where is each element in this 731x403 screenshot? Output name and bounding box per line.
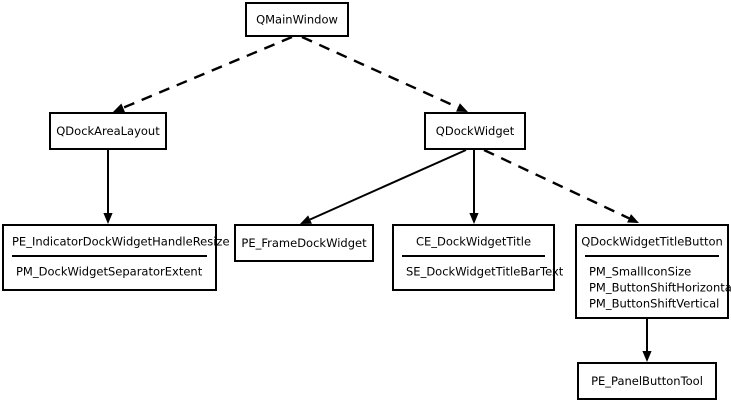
node-item-label: SE_DockWidgetTitleBarText — [406, 265, 564, 279]
arrowhead-icon — [103, 213, 113, 224]
node-item-label: PM_ButtonShiftVertical — [589, 297, 719, 311]
arrowhead-icon — [300, 215, 312, 224]
edge-line-dashed — [122, 35, 293, 109]
node-header-label: QMainWindow — [256, 13, 338, 27]
node-item-label: PM_SmallIconSize — [589, 265, 691, 279]
edge-qdockwidget-to-ce_dockwidgettitle — [469, 150, 479, 224]
node-box — [577, 362, 717, 400]
arrowhead-icon — [627, 214, 639, 223]
arrowhead-icon — [113, 103, 125, 112]
node-box — [424, 112, 526, 150]
node-qmainwindow[interactable]: QMainWindow — [245, 2, 349, 37]
edge-qdockwidgettitlebutton-to-pe_panelbuttontool — [642, 319, 652, 362]
node-item-label: PM_ButtonShiftHorizontal — [589, 281, 731, 295]
edge-qdockarealayout-to-pe_indicatordockwidgethandleresize — [103, 150, 113, 224]
node-qdockwidgettitlebutton[interactable]: QDockWidgetTitleButtonPM_SmallIconSizePM… — [575, 224, 731, 319]
node-header-label: QDockAreaLayout — [56, 124, 160, 138]
node-box — [234, 224, 374, 262]
node-header-label: QDockWidget — [436, 124, 515, 138]
node-box — [2, 224, 217, 291]
node-box — [49, 112, 167, 150]
node-header-label: PE_IndicatorDockWidgetHandleResize — [12, 235, 230, 249]
node-box — [392, 224, 555, 291]
edge-line-solid — [309, 149, 467, 221]
node-ce_dockwidgettitle[interactable]: CE_DockWidgetTitleSE_DockWidgetTitleBarT… — [392, 224, 564, 291]
node-box — [575, 224, 729, 319]
node-header-label: CE_DockWidgetTitle — [416, 235, 531, 249]
node-pe_panelbuttontool[interactable]: PE_PanelButtonTool — [577, 362, 717, 400]
node-pe_framedockwidget[interactable]: PE_FrameDockWidget — [234, 224, 374, 262]
edge-line-dashed — [301, 35, 459, 109]
node-header-label: QDockWidgetTitleButton — [581, 235, 723, 249]
node-qdockwidget[interactable]: QDockWidget — [424, 112, 526, 150]
node-header-label: PE_PanelButtonTool — [591, 374, 703, 388]
edge-qmainwindow-to-qdockarealayout — [113, 35, 293, 112]
node-item-label: PM_DockWidgetSeparatorExtent — [16, 265, 203, 279]
arrowhead-icon — [456, 103, 468, 112]
node-qdockarealayout[interactable]: QDockAreaLayout — [49, 112, 167, 150]
arrowhead-icon — [469, 213, 479, 224]
node-header-label: PE_FrameDockWidget — [241, 236, 367, 250]
edge-qdockwidget-to-qdockwidgettitlebutton — [483, 148, 639, 223]
arrowhead-icon — [642, 351, 652, 362]
node-pe_indicatordockwidgethandleresize[interactable]: PE_IndicatorDockWidgetHandleResizePM_Doc… — [2, 224, 230, 291]
edges-layer — [103, 35, 652, 362]
edge-qmainwindow-to-qdockwidget — [301, 35, 468, 112]
edge-qdockwidget-to-pe_framedockwidget — [300, 149, 467, 224]
node-box — [245, 2, 349, 37]
edge-line-dashed — [483, 148, 630, 220]
